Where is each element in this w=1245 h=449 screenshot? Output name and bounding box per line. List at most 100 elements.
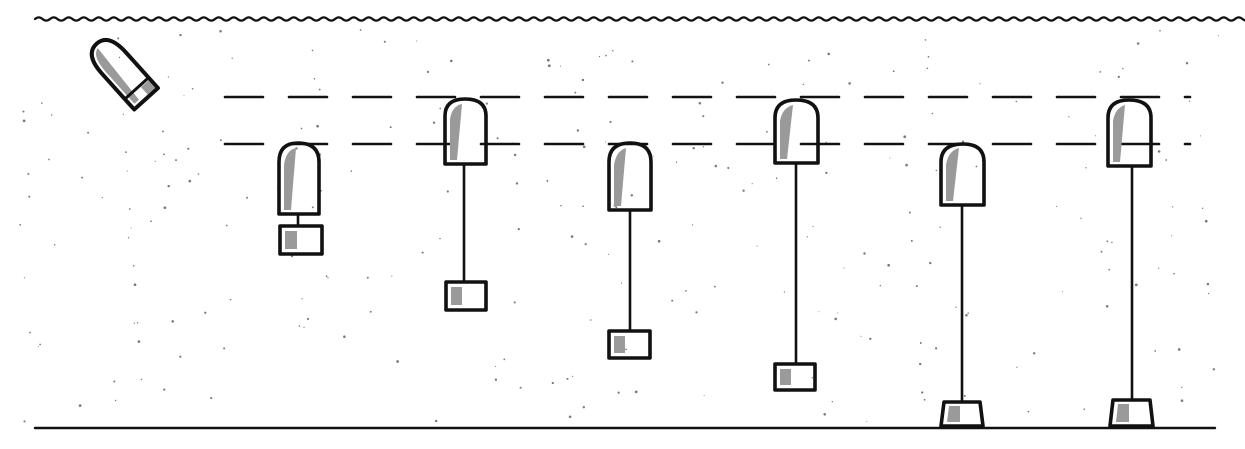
paper-speck [101,197,103,199]
paper-speck [929,261,932,265]
paper-speck [721,81,724,84]
paper-speck [163,206,167,210]
paper-speck [879,284,882,287]
paper-speck [967,312,969,314]
paper-speck [926,67,929,70]
paper-speck [584,243,587,246]
paper-speck [231,57,233,59]
paper-speck [1157,150,1161,153]
paper-speck [843,267,845,269]
paper-speck [921,391,924,394]
paper-speck [979,83,981,85]
paper-speck [915,285,918,288]
paper-speck [612,50,614,52]
paper-speck [965,314,968,317]
paper-speck [1201,207,1204,210]
paper-speck [775,177,778,179]
paper-speck [924,39,927,41]
paper-speck [1106,240,1109,243]
paper-speck [19,223,22,226]
paper-speck [551,381,554,385]
paper-speck [582,205,584,208]
paper-speck [609,120,612,124]
paper-speck [517,227,520,231]
paper-speck [513,301,516,304]
paper-speck [113,380,116,383]
paper-speck [311,49,314,52]
paper-speck [1016,366,1018,368]
paper-speck [136,321,139,324]
paper-speck [87,131,90,134]
paper-speck [396,360,399,363]
paper-speck [685,290,687,292]
paper-speck [163,153,165,156]
paper-speck [439,107,442,110]
paper-speck [1154,350,1157,352]
paper-speck [1199,135,1201,137]
paper-speck [767,63,770,66]
anchor-weight-5 [939,400,985,428]
paper-speck [869,337,872,340]
float-body-2 [443,97,488,166]
paper-speck [571,375,574,377]
paper-speck [416,40,418,42]
paper-speck [29,331,32,334]
paper-speck [702,146,705,148]
paper-speck [426,70,430,74]
paper-speck [961,140,965,143]
paper-speck [625,348,627,351]
paper-speck [41,102,43,104]
paper-speck [369,310,372,313]
paper-speck [598,55,601,58]
paper-speck [446,190,449,193]
paper-speck [1099,71,1102,73]
paper-speck [1206,282,1210,286]
paper-speck [187,147,190,150]
float-body-3 [607,141,653,212]
paper-speck [313,78,316,80]
paper-speck [756,245,758,247]
paper-speck [827,52,830,56]
paper-speck [818,311,820,313]
paper-speck [23,277,25,279]
paper-speck [1015,100,1018,103]
paper-speck [807,59,810,62]
paper-speck [1212,368,1215,371]
paper-speck [515,182,519,185]
paper-speck [1068,116,1070,118]
paper-speck [963,394,966,397]
paper-speck [566,377,569,380]
paper-speck [1204,219,1208,223]
paper-speck [834,317,838,321]
paper-speck [892,70,895,73]
paper-speck [935,169,938,172]
paper-speck [39,343,41,346]
paper-speck [671,299,674,302]
paper-speck [1173,272,1175,275]
paper-speck [122,113,124,115]
paper-speck [825,141,827,143]
paper-speck [303,326,305,328]
paper-speck [343,335,346,338]
paper-speck [450,59,453,63]
paper-speck [179,33,182,37]
paper-speck [366,276,369,279]
paper-speck [1181,386,1183,389]
paper-speck [327,277,329,279]
paper-speck [783,291,786,293]
paper-speck [300,127,303,130]
anchor-weight-4 [773,362,817,392]
paper-speck [887,263,891,267]
float-assembly-5 [939,142,986,428]
paper-speck [1177,348,1181,351]
paper-speck [179,355,182,358]
paper-speck [78,404,82,407]
paper-speck [434,419,438,423]
paper-speck [133,322,136,324]
paper-speck [246,196,248,199]
paper-speck [495,365,497,367]
paper-speck [812,225,814,228]
float-assembly-4 [773,98,820,392]
paper-speck [939,226,941,228]
